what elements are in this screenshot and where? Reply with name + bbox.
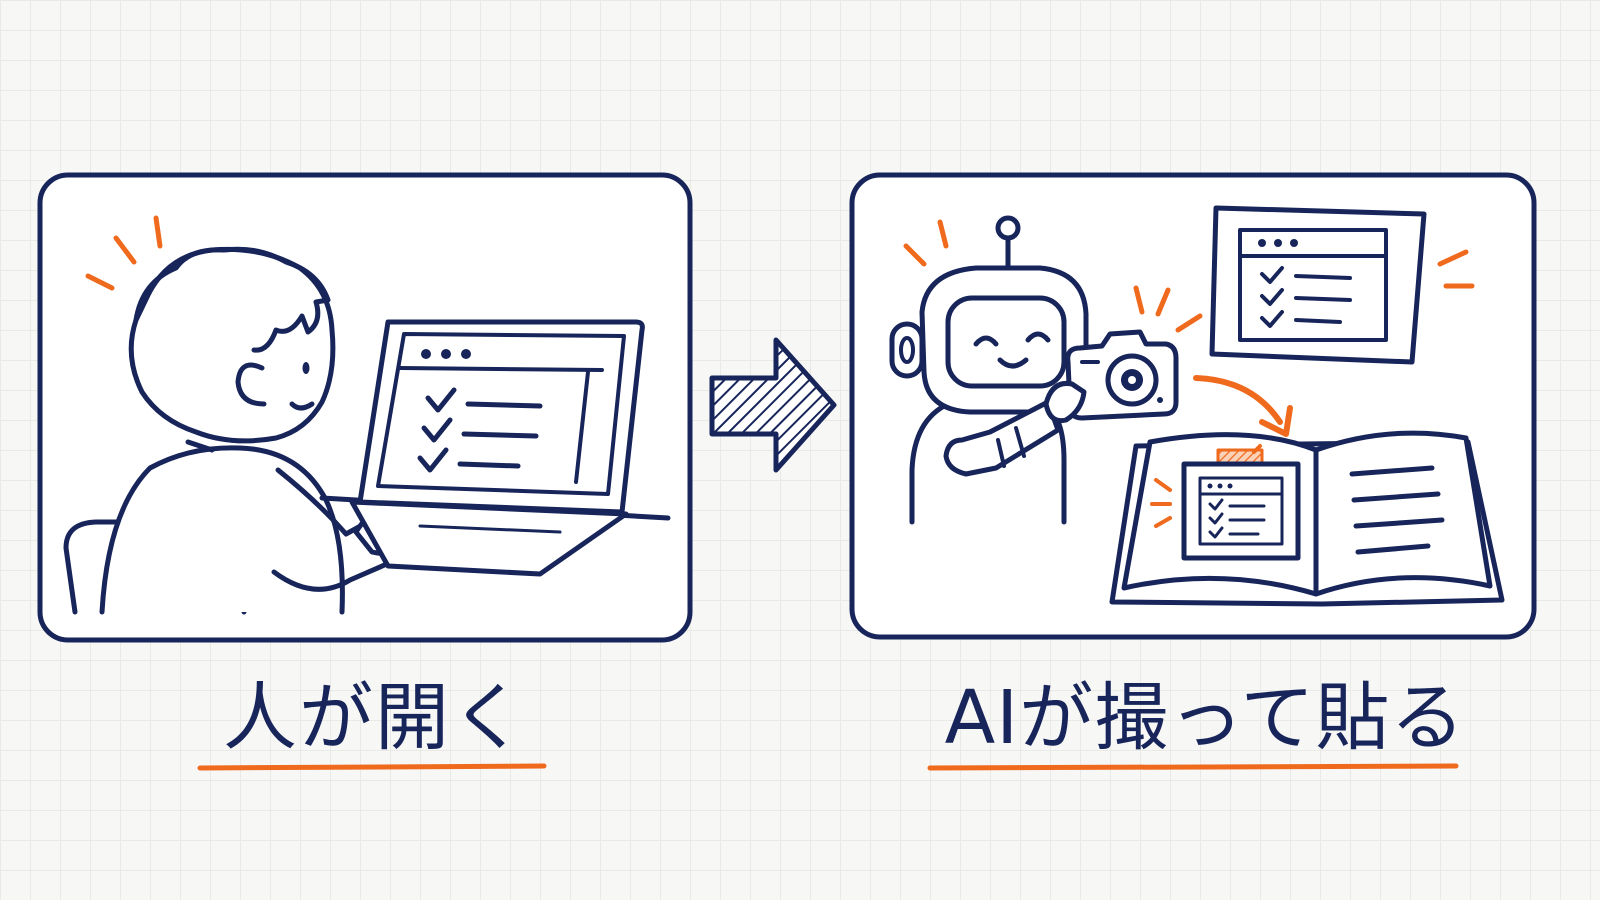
- paste-arrow-icon: [1193, 375, 1293, 437]
- person-torso: [99, 445, 345, 615]
- checklist-icon: [417, 387, 543, 473]
- person-arm: [275, 467, 389, 537]
- book-right-page: [1313, 430, 1493, 597]
- emphasis-lines-icon: [1437, 249, 1475, 289]
- robot-antenna: [995, 215, 1021, 241]
- book-text-lines: [1349, 465, 1445, 555]
- panel-right: [849, 172, 1537, 640]
- flash-lines-icon: [1133, 285, 1203, 333]
- person-eye: [302, 362, 310, 374]
- checklist-icon: [1260, 266, 1352, 328]
- laptop-icon: [349, 319, 645, 577]
- robot-face: [945, 295, 1067, 389]
- person-smile: [289, 401, 315, 411]
- caption-left-underline: [197, 763, 547, 771]
- laptop-base: [349, 499, 629, 577]
- person-icon: [99, 246, 429, 615]
- person-hair: [133, 246, 331, 353]
- robot-icon: [889, 215, 1089, 525]
- right-arrow-icon: [709, 337, 837, 473]
- caption-person-opens: 人が開く: [223, 675, 527, 761]
- caption-ai-captures-and-pastes: AIが撮って貼る: [944, 675, 1466, 761]
- laptop-screen: [376, 332, 626, 496]
- emphasis-lines-icon: [903, 219, 949, 267]
- person-ear: [235, 362, 267, 407]
- checklist-icon: [1208, 498, 1266, 539]
- panel-left: [37, 172, 693, 643]
- robot-arm: [943, 399, 1061, 477]
- pasted-screenshot-icon: [1181, 448, 1301, 561]
- robot-ear: [889, 321, 925, 379]
- screen-window-icon: [1209, 205, 1427, 365]
- emphasis-lines-icon: [1150, 444, 1262, 528]
- camera-icon: [1043, 329, 1179, 424]
- caption-right-underline: [927, 763, 1459, 771]
- emphasis-lines-icon: [85, 215, 163, 291]
